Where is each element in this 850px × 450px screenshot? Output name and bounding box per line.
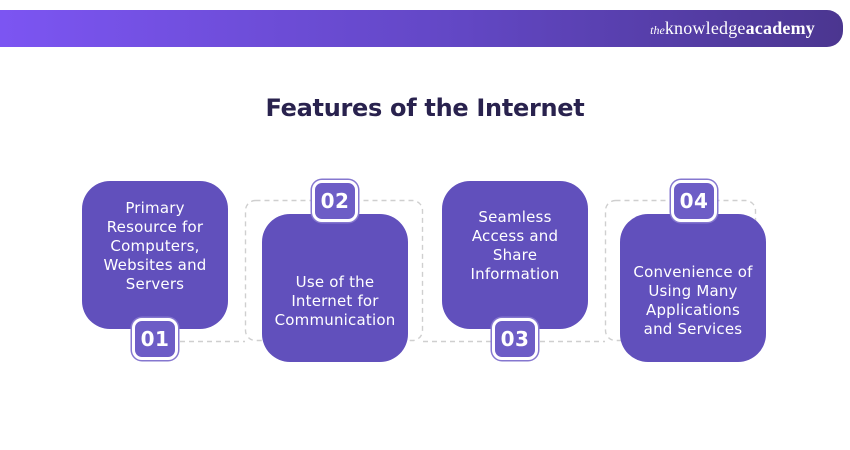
- feature-card-4-label: Convenience of Using Many Applications a…: [633, 263, 753, 338]
- feature-card-2-label: Use of the Internet for Communication: [274, 272, 396, 329]
- logo-knowledge: knowledge: [664, 18, 746, 38]
- feature-card-3: Seamless Access and Share Information: [442, 181, 588, 329]
- step-badge-01-number: 01: [140, 327, 170, 351]
- feature-card-1: Primary Resource for Computers, Websites…: [82, 181, 228, 329]
- feature-card-2: Use of the Internet for Communication: [262, 214, 408, 362]
- step-badge-04: 04: [671, 180, 717, 222]
- page-title: Features of the Internet: [265, 94, 585, 122]
- step-badge-03: 03: [492, 318, 538, 360]
- logo-academy: academy: [745, 18, 815, 38]
- step-badge-03-number: 03: [500, 327, 530, 351]
- feature-card-4: Convenience of Using Many Applications a…: [620, 214, 766, 362]
- header-bar: theknowledgeacademy: [0, 10, 843, 47]
- connector-rect-left: [244, 199, 424, 342]
- feature-card-3-label: Seamless Access and Share Information: [470, 208, 560, 283]
- step-badge-04-number: 04: [679, 189, 709, 213]
- step-badge-02: 02: [312, 180, 358, 222]
- logo-the: the: [650, 23, 665, 37]
- step-badge-01: 01: [132, 318, 178, 360]
- feature-card-1-label: Primary Resource for Computers, Websites…: [103, 198, 207, 293]
- brand-logo: theknowledgeacademy: [650, 19, 815, 38]
- step-badge-02-number: 02: [320, 189, 350, 213]
